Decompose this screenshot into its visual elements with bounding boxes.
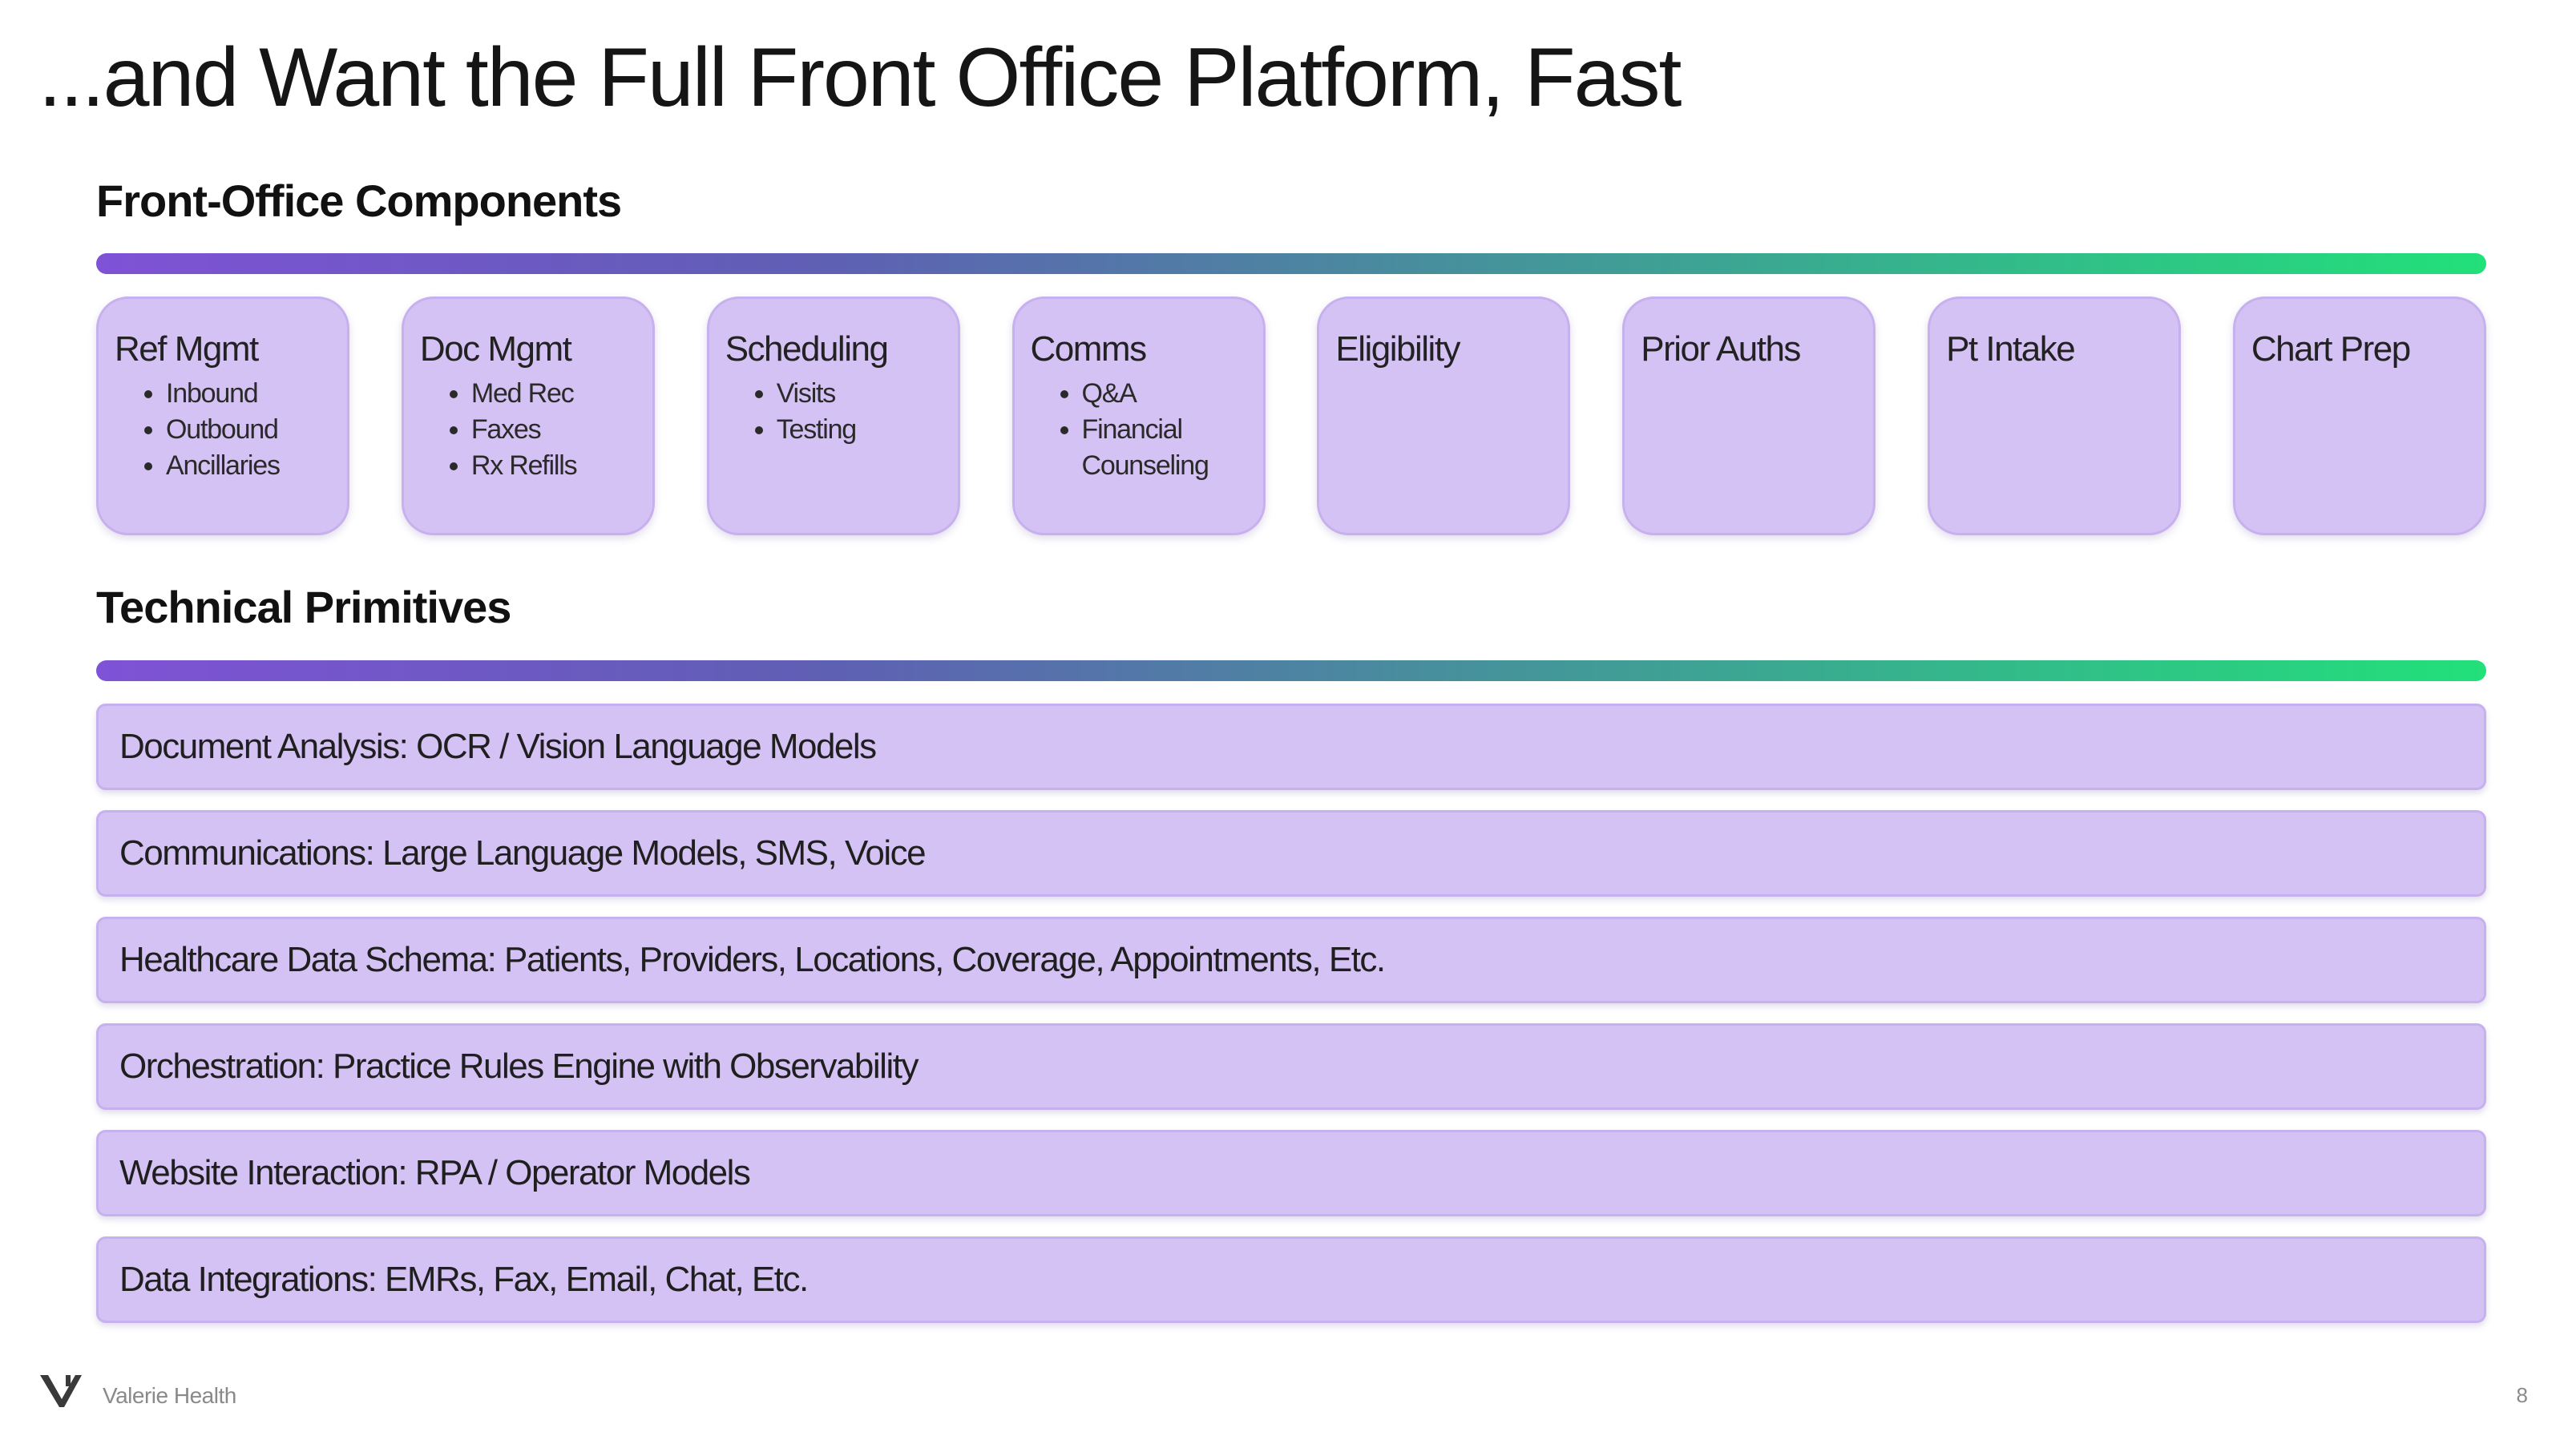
list-item: Med Rec [471,376,636,412]
primitive-row-data-integrations: Data Integrations: EMRs, Fax, Email, Cha… [96,1236,2486,1323]
v-logo-icon [40,1375,82,1407]
primitive-row-website-interaction: Website Interaction: RPA / Operator Mode… [96,1130,2486,1216]
components-gradient-bar [96,253,2486,274]
primitives-list: Document Analysis: OCR / Vision Language… [96,704,2486,1343]
component-card-prior-auths: Prior Auths [1622,296,1876,535]
component-list: Visits Testing [725,376,942,448]
primitives-heading: Technical Primitives [96,582,511,632]
slide-title: ...and Want the Full Front Office Platfo… [38,31,1682,124]
components-heading: Front-Office Components [96,175,622,226]
primitive-row-document-analysis: Document Analysis: OCR / Vision Language… [96,704,2486,790]
primitive-label: Orchestration: Practice Rules Engine wit… [119,1047,919,1086]
primitive-row-healthcare-data-schema: Healthcare Data Schema: Patients, Provid… [96,917,2486,1003]
component-title: Doc Mgmt [419,329,572,369]
list-item: Ancillaries [166,448,331,484]
component-card-eligibility: Eligibility [1317,296,1571,535]
primitive-row-orchestration: Orchestration: Practice Rules Engine wit… [96,1023,2486,1110]
component-card-doc-mgmt: Doc Mgmt Med Rec Faxes Rx Refills [401,296,655,535]
list-item: Outbound [166,412,331,448]
list-item: Testing [777,412,942,448]
component-title: Chart Prep [2251,329,2411,369]
footer-company-name: Valerie Health [103,1383,236,1408]
component-title: Pt Intake [1946,329,2076,369]
component-card-scheduling: Scheduling Visits Testing [706,296,960,535]
list-item: Visits [777,376,942,412]
primitive-label: Data Integrations: EMRs, Fax, Email, Cha… [119,1260,809,1299]
component-title: Prior Auths [1641,329,1801,369]
list-item: Faxes [471,412,636,448]
list-item: Inbound [166,376,331,412]
component-card-ref-mgmt: Ref Mgmt Inbound Outbound Ancillaries [96,296,349,535]
components-row: Ref Mgmt Inbound Outbound Ancillaries Do… [96,296,2486,535]
component-card-comms: Comms Q&A Financial Counseling [1011,296,1266,535]
list-item: Rx Refills [471,448,636,484]
component-title: Comms [1030,329,1148,369]
list-item: Financial Counseling [1082,412,1247,484]
primitive-label: Communications: Large Language Models, S… [119,833,927,873]
primitives-gradient-bar [96,660,2486,681]
component-title: Ref Mgmt [115,329,259,369]
component-card-chart-prep: Chart Prep [2232,296,2486,535]
component-title: Scheduling [725,329,889,369]
primitive-label: Website Interaction: RPA / Operator Mode… [119,1153,751,1192]
component-list: Inbound Outbound Ancillaries [115,376,331,484]
primitive-label: Healthcare Data Schema: Patients, Provid… [119,940,1386,979]
component-list: Med Rec Faxes Rx Refills [420,376,636,484]
component-title: Eligibility [1335,329,1460,369]
primitive-row-communications: Communications: Large Language Models, S… [96,810,2486,897]
primitive-label: Document Analysis: OCR / Vision Language… [119,727,877,766]
component-card-pt-intake: Pt Intake [1928,296,2182,535]
component-list: Q&A Financial Counseling [1031,376,1247,484]
page-number: 8 [2516,1383,2528,1407]
list-item: Q&A [1082,376,1247,412]
